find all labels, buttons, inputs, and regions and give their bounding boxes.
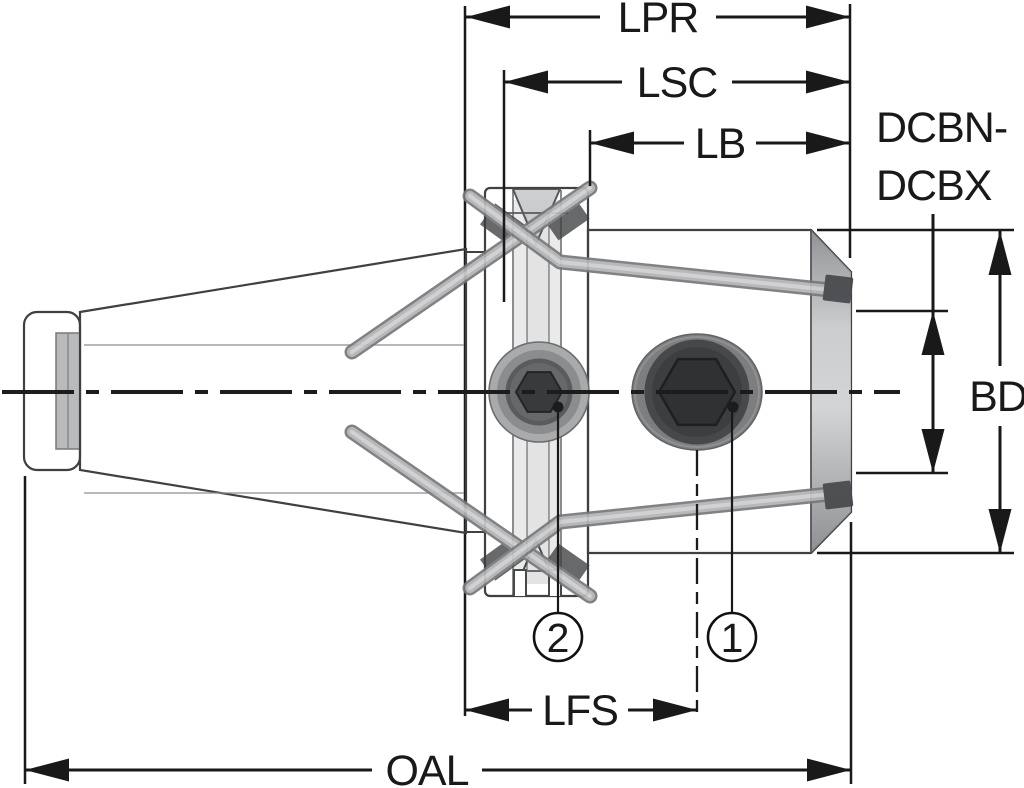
bottom-notch-left-outline bbox=[513, 569, 527, 596]
dimension-lsc: LSC bbox=[504, 59, 850, 107]
rod-bottom-body-highlight bbox=[468, 492, 832, 590]
dimension-label-dcbx: DCBX bbox=[876, 162, 992, 210]
balloon-circle-1 bbox=[706, 611, 758, 663]
dimension-lb: LB bbox=[590, 120, 850, 168]
groove-block-bottom-right bbox=[542, 543, 590, 589]
dimension-label-lb: LB bbox=[695, 120, 746, 168]
leader-dot-1 bbox=[727, 401, 739, 413]
dimension-label-bd: BD bbox=[969, 373, 1024, 421]
dimension-oal: OAL bbox=[25, 747, 851, 788]
leader-dot-2 bbox=[552, 401, 564, 413]
rod-strokes bbox=[344, 180, 838, 604]
bottom-notch-right bbox=[550, 569, 560, 596]
dimension-label-lfs: LFS bbox=[542, 687, 618, 735]
dimension-dcbn-dcbx: DCBN- DCBX bbox=[876, 104, 1008, 473]
dimension-label-dcbn: DCBN- bbox=[876, 104, 1007, 152]
rod-top-rising-highlight bbox=[350, 186, 592, 354]
dimension-lpr: LPR bbox=[466, 0, 850, 42]
rod-bottom-falling-highlight bbox=[350, 430, 592, 598]
bottom-notch-left bbox=[514, 569, 525, 596]
dimension-label-lpr: LPR bbox=[618, 0, 699, 42]
dimension-label-oal: OAL bbox=[385, 747, 468, 788]
extension-lines-under bbox=[23, 6, 467, 784]
rod-tip-screw-top bbox=[822, 274, 854, 304]
balloon-number-1: 1 bbox=[721, 615, 744, 661]
rod-top-body-highlight bbox=[468, 194, 832, 292]
groove-block-top-right bbox=[542, 195, 590, 241]
dimension-label-lsc: LSC bbox=[637, 59, 718, 107]
balloon-number-2: 2 bbox=[547, 615, 570, 661]
balloon-callout-1: 1 bbox=[706, 401, 758, 663]
rod-tip-screw-bottom bbox=[822, 480, 854, 510]
cross-hole-rods bbox=[344, 180, 854, 604]
dimension-lfs: LFS bbox=[465, 687, 697, 735]
dimension-annotations: LPR LSC LB DCBN- DCBX BD bbox=[25, 0, 1024, 788]
balloon-circle-2 bbox=[532, 611, 584, 663]
dimension-bd: BD bbox=[969, 231, 1024, 553]
balloon-callout-2: 2 bbox=[532, 401, 584, 663]
